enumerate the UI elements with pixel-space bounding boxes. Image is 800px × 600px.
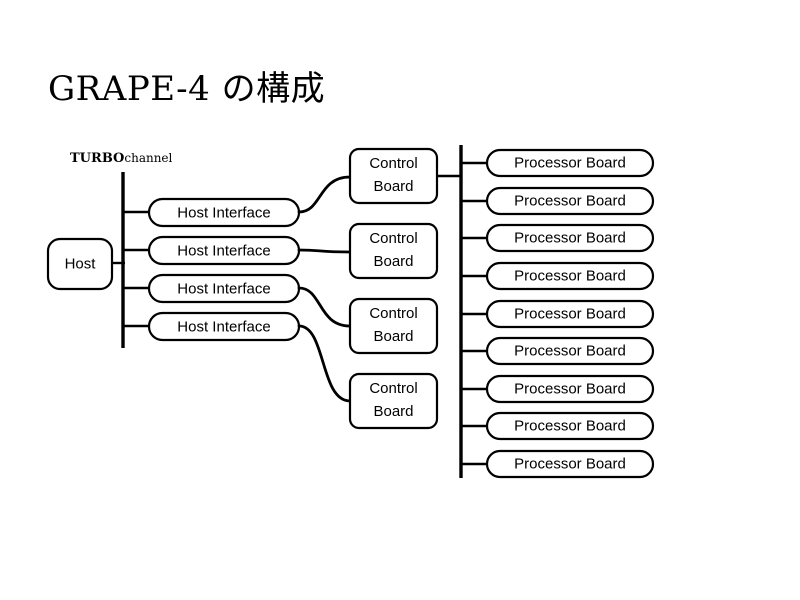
- processor-board-label-2: Processor Board: [514, 192, 626, 209]
- control-board-label-3-line2: Board: [373, 328, 413, 345]
- host-interface-node-2[interactable]: Host Interface: [147, 235, 301, 266]
- host-interface-node-1[interactable]: Host Interface: [147, 197, 301, 228]
- control-board-label-4-line2: Board: [373, 403, 413, 420]
- host-interface-label-2: Host Interface: [177, 242, 270, 259]
- processor-board-label-7: Processor Board: [514, 380, 626, 397]
- processor-board-node-4[interactable]: Processor Board: [485, 261, 655, 291]
- host-interface-label-3: Host Interface: [177, 280, 270, 297]
- processor-board-label-9: Processor Board: [514, 455, 626, 472]
- connector-curve-hi3-to-cb3: [297, 286, 352, 328]
- processor-board-node-3[interactable]: Processor Board: [485, 223, 655, 253]
- control-board-label-4-line1: Control: [369, 380, 417, 397]
- processor-board-box-8[interactable]: [485, 411, 655, 441]
- page-title: GRAPE-4 の構成: [48, 69, 325, 109]
- processor-board-node-2[interactable]: Processor Board: [485, 186, 655, 216]
- host-box[interactable]: [46, 237, 114, 291]
- processor-board-node-8[interactable]: Processor Board: [485, 411, 655, 441]
- processor-board-node-5[interactable]: Processor Board: [485, 299, 655, 329]
- processor-board-box-7[interactable]: [485, 374, 655, 404]
- processor-board-box-5[interactable]: [485, 299, 655, 329]
- control-board-label-3-line1: Control: [369, 305, 417, 322]
- control-board-label-1-line1: Control: [369, 155, 417, 172]
- host-node[interactable]: Host: [46, 237, 114, 291]
- control-board-node-3[interactable]: Control Board: [348, 297, 439, 355]
- control-board-label-2-line2: Board: [373, 253, 413, 270]
- processor-board-node-7[interactable]: Processor Board: [485, 374, 655, 404]
- host-label: Host: [65, 255, 97, 272]
- control-board-box-4[interactable]: [348, 372, 439, 430]
- processor-board-node-9[interactable]: Processor Board: [485, 449, 655, 479]
- processor-board-box-1[interactable]: [485, 148, 655, 178]
- processor-board-label-5: Processor Board: [514, 305, 626, 322]
- control-board-label-2-line1: Control: [369, 230, 417, 247]
- processor-board-box-3[interactable]: [485, 223, 655, 253]
- connector-curve-hi2-to-cb2: [297, 248, 352, 254]
- processor-board-box-6[interactable]: [485, 336, 655, 366]
- processor-board-node-6[interactable]: Processor Board: [485, 336, 655, 366]
- control-board-box-2[interactable]: [348, 222, 439, 280]
- processor-board-label-6: Processor Board: [514, 342, 626, 359]
- control-board-label-1-line2: Board: [373, 178, 413, 195]
- processor-board-label-3: Processor Board: [514, 229, 626, 246]
- turbochannel-label-prefix: TURBO: [70, 151, 124, 166]
- processor-board-box-9[interactable]: [485, 449, 655, 479]
- processor-board-label-1: Processor Board: [514, 154, 626, 171]
- turbochannel-label: TURBOchannel: [70, 151, 173, 166]
- host-interface-label-1: Host Interface: [177, 204, 270, 221]
- control-board-box-3[interactable]: [348, 297, 439, 355]
- processor-board-node-1[interactable]: Processor Board: [485, 148, 655, 178]
- processor-board-box-4[interactable]: [485, 261, 655, 291]
- connector-curve-hi1-to-cb1: [297, 175, 352, 214]
- connector-curve-hi4-to-cb4: [297, 324, 352, 403]
- turbochannel-label-suffix: channel: [124, 151, 172, 165]
- control-board-node-2[interactable]: Control Board: [348, 222, 439, 280]
- control-board-node-4[interactable]: Control Board: [348, 372, 439, 430]
- processor-board-label-4: Processor Board: [514, 267, 626, 284]
- host-interface-label-4: Host Interface: [177, 318, 270, 335]
- processor-board-box-2[interactable]: [485, 186, 655, 216]
- control-board-node-1[interactable]: Control Board: [348, 147, 439, 205]
- processor-board-label-8: Processor Board: [514, 417, 626, 434]
- host-interface-node-3[interactable]: Host Interface: [147, 273, 301, 304]
- host-interface-node-4[interactable]: Host Interface: [147, 311, 301, 342]
